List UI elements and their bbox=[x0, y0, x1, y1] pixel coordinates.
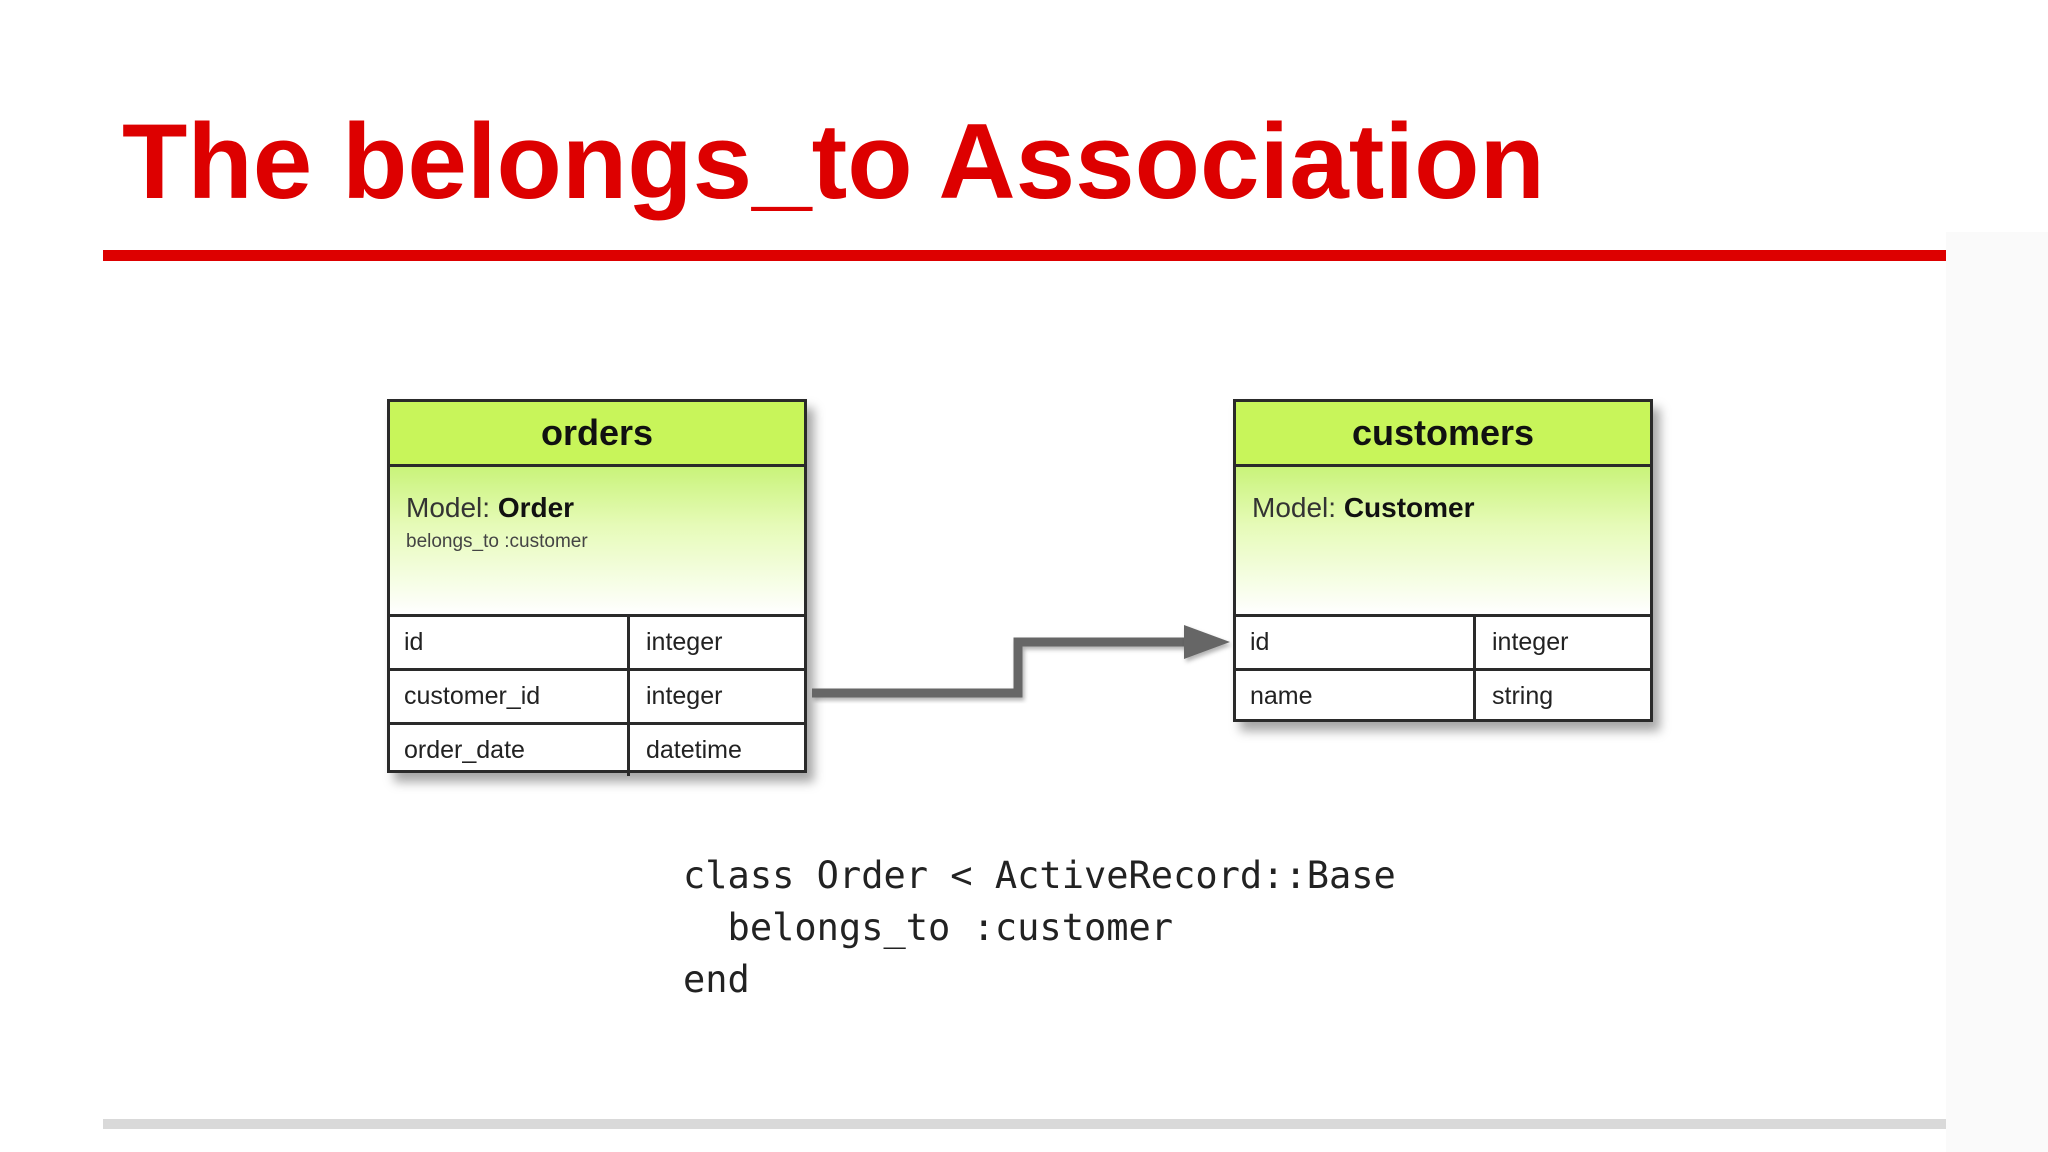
orders-column-type: integer bbox=[646, 682, 723, 710]
customers-column-name: name bbox=[1236, 671, 1476, 722]
customers-table: customers Model: Customer id integer nam… bbox=[1233, 399, 1653, 722]
customers-column-name: id bbox=[1236, 617, 1476, 668]
customers-model-label: Model: bbox=[1252, 492, 1344, 523]
customers-table-header: customers bbox=[1236, 402, 1650, 467]
orders-column-name: customer_id bbox=[390, 671, 630, 722]
customers-model-name: Customer bbox=[1343, 492, 1475, 523]
customers-column-row: id integer bbox=[1236, 617, 1650, 671]
code-line: class Order < ActiveRecord::Base bbox=[683, 854, 1396, 897]
footer-rule bbox=[103, 1119, 1946, 1129]
customers-model-line: Model: Customer bbox=[1252, 491, 1650, 525]
orders-model-label: Model: bbox=[406, 492, 498, 523]
orders-model-name: Order bbox=[497, 492, 575, 523]
connector-line bbox=[812, 637, 1188, 698]
orders-model-line: Model: Order bbox=[406, 491, 804, 525]
orders-column-type: integer bbox=[646, 628, 723, 656]
orders-association: belongs_to :customer bbox=[406, 531, 588, 552]
orders-model-section: Model: Order belongs_to :customer bbox=[390, 467, 804, 617]
slide-title: The belongs_to Association bbox=[122, 101, 1545, 221]
code-block: class Order < ActiveRecord::Base belongs… bbox=[683, 850, 1396, 1006]
code-line: end bbox=[683, 958, 750, 1001]
orders-table-header: orders bbox=[390, 402, 804, 467]
orders-column-row: order_date datetime bbox=[390, 725, 804, 776]
orders-column-name: id bbox=[390, 617, 630, 668]
orders-table: orders Model: Order belongs_to :customer… bbox=[387, 399, 807, 776]
orders-column-row: id integer bbox=[390, 617, 804, 671]
title-underline bbox=[103, 250, 1946, 261]
code-line: belongs_to :customer bbox=[683, 906, 1174, 949]
orders-column-name: order_date bbox=[390, 725, 630, 776]
customers-column-type: string bbox=[1492, 682, 1554, 710]
orders-column-type: datetime bbox=[646, 736, 742, 764]
orders-column-row: customer_id integer bbox=[390, 671, 804, 725]
customers-model-section: Model: Customer bbox=[1236, 467, 1650, 617]
connector-arrowhead-icon bbox=[1184, 625, 1230, 659]
customers-column-row: name string bbox=[1236, 671, 1650, 722]
slide-edge-shade bbox=[1946, 232, 2048, 1152]
customers-column-type: integer bbox=[1492, 628, 1569, 656]
